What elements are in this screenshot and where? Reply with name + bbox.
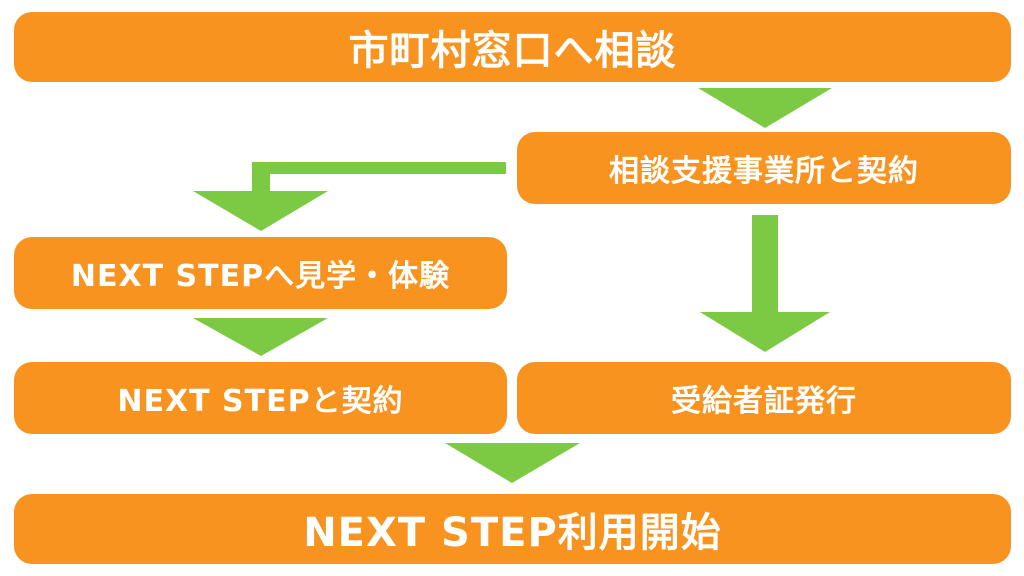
step-visit-trial: NEXT STEPへ見学・体験: [14, 237, 507, 309]
step-label: NEXT STEPへ見学・体験: [70, 259, 451, 294]
step-label: 相談支援事業所と契約: [609, 154, 919, 189]
step-label: NEXT STEPと契約: [117, 384, 404, 419]
step-consult-municipality: 市町村窓口へ相談: [14, 12, 1011, 82]
step-label: 受給者証発行: [671, 384, 857, 419]
step-contract-support-office: 相談支援事業所と契約: [517, 132, 1011, 204]
step-label: 市町村窓口へ相談: [348, 28, 677, 74]
step-issue-certificate: 受給者証発行: [517, 362, 1011, 434]
step-contract-next-step: NEXT STEPと契約: [14, 362, 507, 434]
arrow-s2-to-s3: [193, 162, 506, 231]
step-label: NEXT STEP利用開始: [303, 510, 722, 556]
arrow-s2-to-s5: [700, 215, 830, 352]
arrow-s1-to-s2: [698, 88, 832, 128]
arrow-s3-to-s4: [193, 318, 328, 356]
arrow-to-s6: [445, 443, 580, 483]
step-start-use: NEXT STEP利用開始: [14, 494, 1011, 564]
